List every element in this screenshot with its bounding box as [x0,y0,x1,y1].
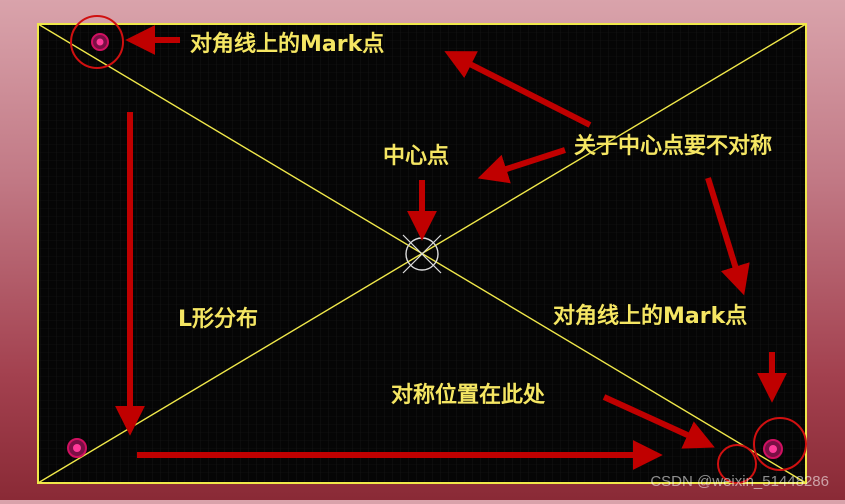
center-point-label: 中心点 [383,144,450,169]
highlight-circle-icon [717,444,757,484]
mark-label-top: 对角线上的Mark点 [190,32,385,57]
highlight-circle-icon [753,417,807,471]
arrow-icon [477,147,566,184]
arrow-icon [444,51,592,128]
fiducial-mark-icon [67,438,87,458]
symmetric-position-label: 对称位置在此处 [391,383,546,408]
arrow-icon [602,394,715,449]
arrow-icon [705,177,750,296]
asymmetric-label: 关于中心点要不对称 [574,134,773,159]
highlight-circle-icon [70,15,124,69]
l-shape-label: L形分布 [178,307,259,332]
fiducial-mark-icon [91,33,109,51]
mark-label-bottom: 对角线上的Mark点 [553,304,748,329]
pcb-border [37,23,807,484]
watermark: CSDN @weixin_51448286 [650,473,829,490]
fiducial-mark-icon [763,439,783,459]
